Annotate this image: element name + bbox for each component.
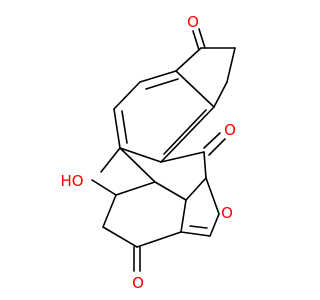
ketone-oxygen-top: O xyxy=(187,13,199,31)
furan-oxygen: O xyxy=(221,204,233,222)
structure-diagram: O O O O HO xyxy=(60,13,236,292)
hydroxyl-label: HO xyxy=(60,172,83,190)
furan-ring xyxy=(180,177,220,237)
aromatic-ring xyxy=(113,70,215,163)
lower-ring xyxy=(91,179,182,272)
ketone-oxygen-right: O xyxy=(224,121,236,139)
ketone-oxygen-bottom: O xyxy=(132,274,144,292)
methyl-group xyxy=(100,147,121,173)
molecule-drawing: O O O O HO xyxy=(60,13,236,292)
central-ring xyxy=(119,132,226,201)
cyclopentanone-ring xyxy=(175,28,236,108)
